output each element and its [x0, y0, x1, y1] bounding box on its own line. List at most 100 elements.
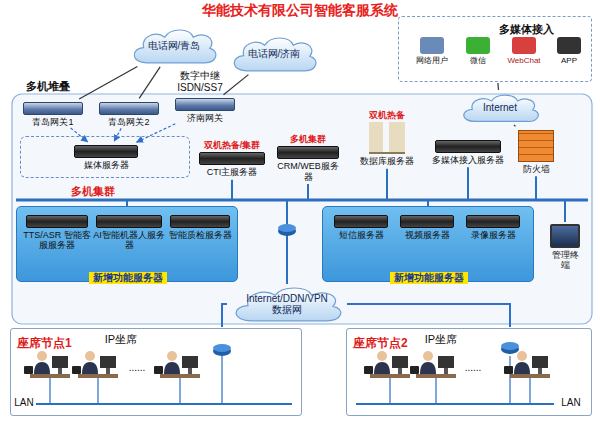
cloud-outline: [134, 30, 216, 63]
decor-shape: [356, 403, 554, 405]
decor-shape: [501, 342, 519, 354]
node-label: Internet: [469, 102, 531, 114]
server-box: 短信服务器: [331, 213, 391, 240]
server-box: 录像服务器: [463, 213, 523, 240]
node-label: 媒体服务器: [84, 160, 129, 170]
device-icon: [400, 215, 455, 228]
device-icon: [420, 37, 444, 54]
connector: [79, 66, 137, 99]
node-label: CRM/WEB服务器: [274, 161, 342, 182]
node-label: 电话网/济南: [234, 48, 315, 60]
decor-shape: [278, 224, 296, 236]
node-label: 多媒体接入服务器: [432, 155, 504, 165]
node-label: 智能质检服务器: [169, 230, 232, 240]
decor-shape: [50, 356, 530, 404]
gateway-box: 济南网关: [172, 96, 238, 123]
text-label: ......: [120, 362, 154, 374]
server-box: 双机热备/集群 CTI主服务器: [196, 140, 268, 178]
decor-shape: [221, 356, 222, 404]
text-label: IP坐席: [98, 333, 144, 346]
node-label: WebChat: [507, 56, 540, 65]
decor-shape: [286, 200, 288, 284]
webchat-icon: WebChat: [501, 35, 547, 65]
data-network-cloud: Internet/DDN/VPN 数据网: [228, 284, 346, 324]
decor-shape: [529, 378, 530, 404]
node-label: Internet/DDN/VPN 数据网: [228, 293, 346, 316]
text-label: 数字中继 ISDN/SS7: [176, 70, 224, 93]
wechat-icon: 微信: [459, 35, 497, 65]
node-label: 座席节点1: [17, 337, 72, 351]
decor-shape: [72, 351, 118, 378]
server-panel: 新增功能服务器 短信服务器视频服务器 录像服务器: [322, 206, 534, 282]
decor-shape: [435, 378, 436, 404]
node-label: 微信: [470, 56, 486, 65]
device-icon: [512, 37, 536, 54]
node-label: CTI主服务器: [207, 167, 258, 177]
decor-shape: [97, 378, 98, 404]
connector: [114, 128, 121, 141]
node-label: 双机热备/集群: [204, 140, 261, 150]
decor-shape: [509, 356, 510, 404]
decor-shape: [36, 403, 292, 405]
decor-shape: [12, 94, 592, 324]
label-box: 多机堆叠: [20, 80, 76, 93]
node-label: 济南网关: [187, 113, 223, 123]
node-label: 数据库服务器: [360, 156, 414, 166]
node-label: 多媒体接入: [499, 23, 554, 36]
phone-network-cloud: 电话网/青岛: [128, 26, 220, 66]
seat-panel: 座席节点1: [10, 328, 302, 416]
connector: [71, 128, 88, 142]
label-box: ......: [120, 362, 154, 374]
terminal-box: 管理终端: [550, 222, 580, 271]
node-label: 录像服务器: [471, 230, 516, 240]
bus-stub: [307, 184, 309, 200]
device-icon: [23, 102, 83, 115]
label-box: IP坐席: [98, 333, 144, 346]
text-label: LAN: [12, 397, 36, 409]
text-label: 多机堆叠: [20, 80, 76, 93]
device-icon: [96, 215, 161, 228]
label-box: LAN: [12, 397, 36, 409]
device-icon: [175, 98, 235, 111]
decor-shape: [389, 378, 390, 404]
server-box: 多机集群CRM/WEB服务器: [274, 134, 342, 182]
server-box: 视频服务器: [397, 213, 457, 240]
phone-network-cloud: 电话网/济南: [228, 34, 320, 74]
decor-shape: [16, 199, 588, 202]
device-icon: [26, 215, 88, 228]
connector: [222, 304, 227, 327]
multimedia-panel: 多媒体接入网络用户微信WebChatAPP: [398, 16, 592, 82]
text-label: ......: [456, 362, 490, 374]
server-box: AI智能机器人服务器: [93, 213, 165, 251]
node-label: 多机集群: [71, 185, 115, 198]
node-label: 双机热备: [369, 110, 405, 120]
decor-shape: [154, 351, 200, 378]
device-icon: [199, 152, 264, 165]
text-label: IP坐席: [418, 333, 464, 346]
device-icon: [170, 215, 230, 228]
node-label: 视频服务器: [405, 230, 450, 240]
server-box: 智能质检服务器: [167, 213, 233, 240]
label-box: ......: [456, 362, 490, 374]
device-icon: [435, 140, 500, 153]
gateway-box: 青岛网关1: [20, 100, 86, 127]
device-icon: [74, 145, 138, 158]
node-label: 防火墙: [523, 164, 550, 174]
decor-shape: [49, 378, 50, 404]
label-box: LAN: [558, 397, 584, 409]
node-label: 青岛网关1: [32, 117, 73, 127]
server-box: TTS/ASR 智能客服服务器: [23, 213, 91, 251]
cluster-group: 多机集群媒体服务器: [20, 136, 190, 178]
node-label: 电话网/青岛: [134, 40, 215, 52]
decor-shape: [179, 378, 180, 404]
device-icon: [277, 146, 339, 159]
decor-shape: [564, 200, 566, 222]
node-label: 新增功能服务器: [390, 272, 468, 284]
decor-shape: [213, 344, 231, 356]
device-icon: [369, 122, 405, 154]
cloud-outline: [464, 95, 539, 121]
node-label: 青岛网关2: [108, 117, 149, 127]
server-box: 多媒体接入服务器: [432, 138, 504, 165]
app-icon: APP: [551, 35, 587, 65]
decor-shape: [24, 351, 70, 378]
